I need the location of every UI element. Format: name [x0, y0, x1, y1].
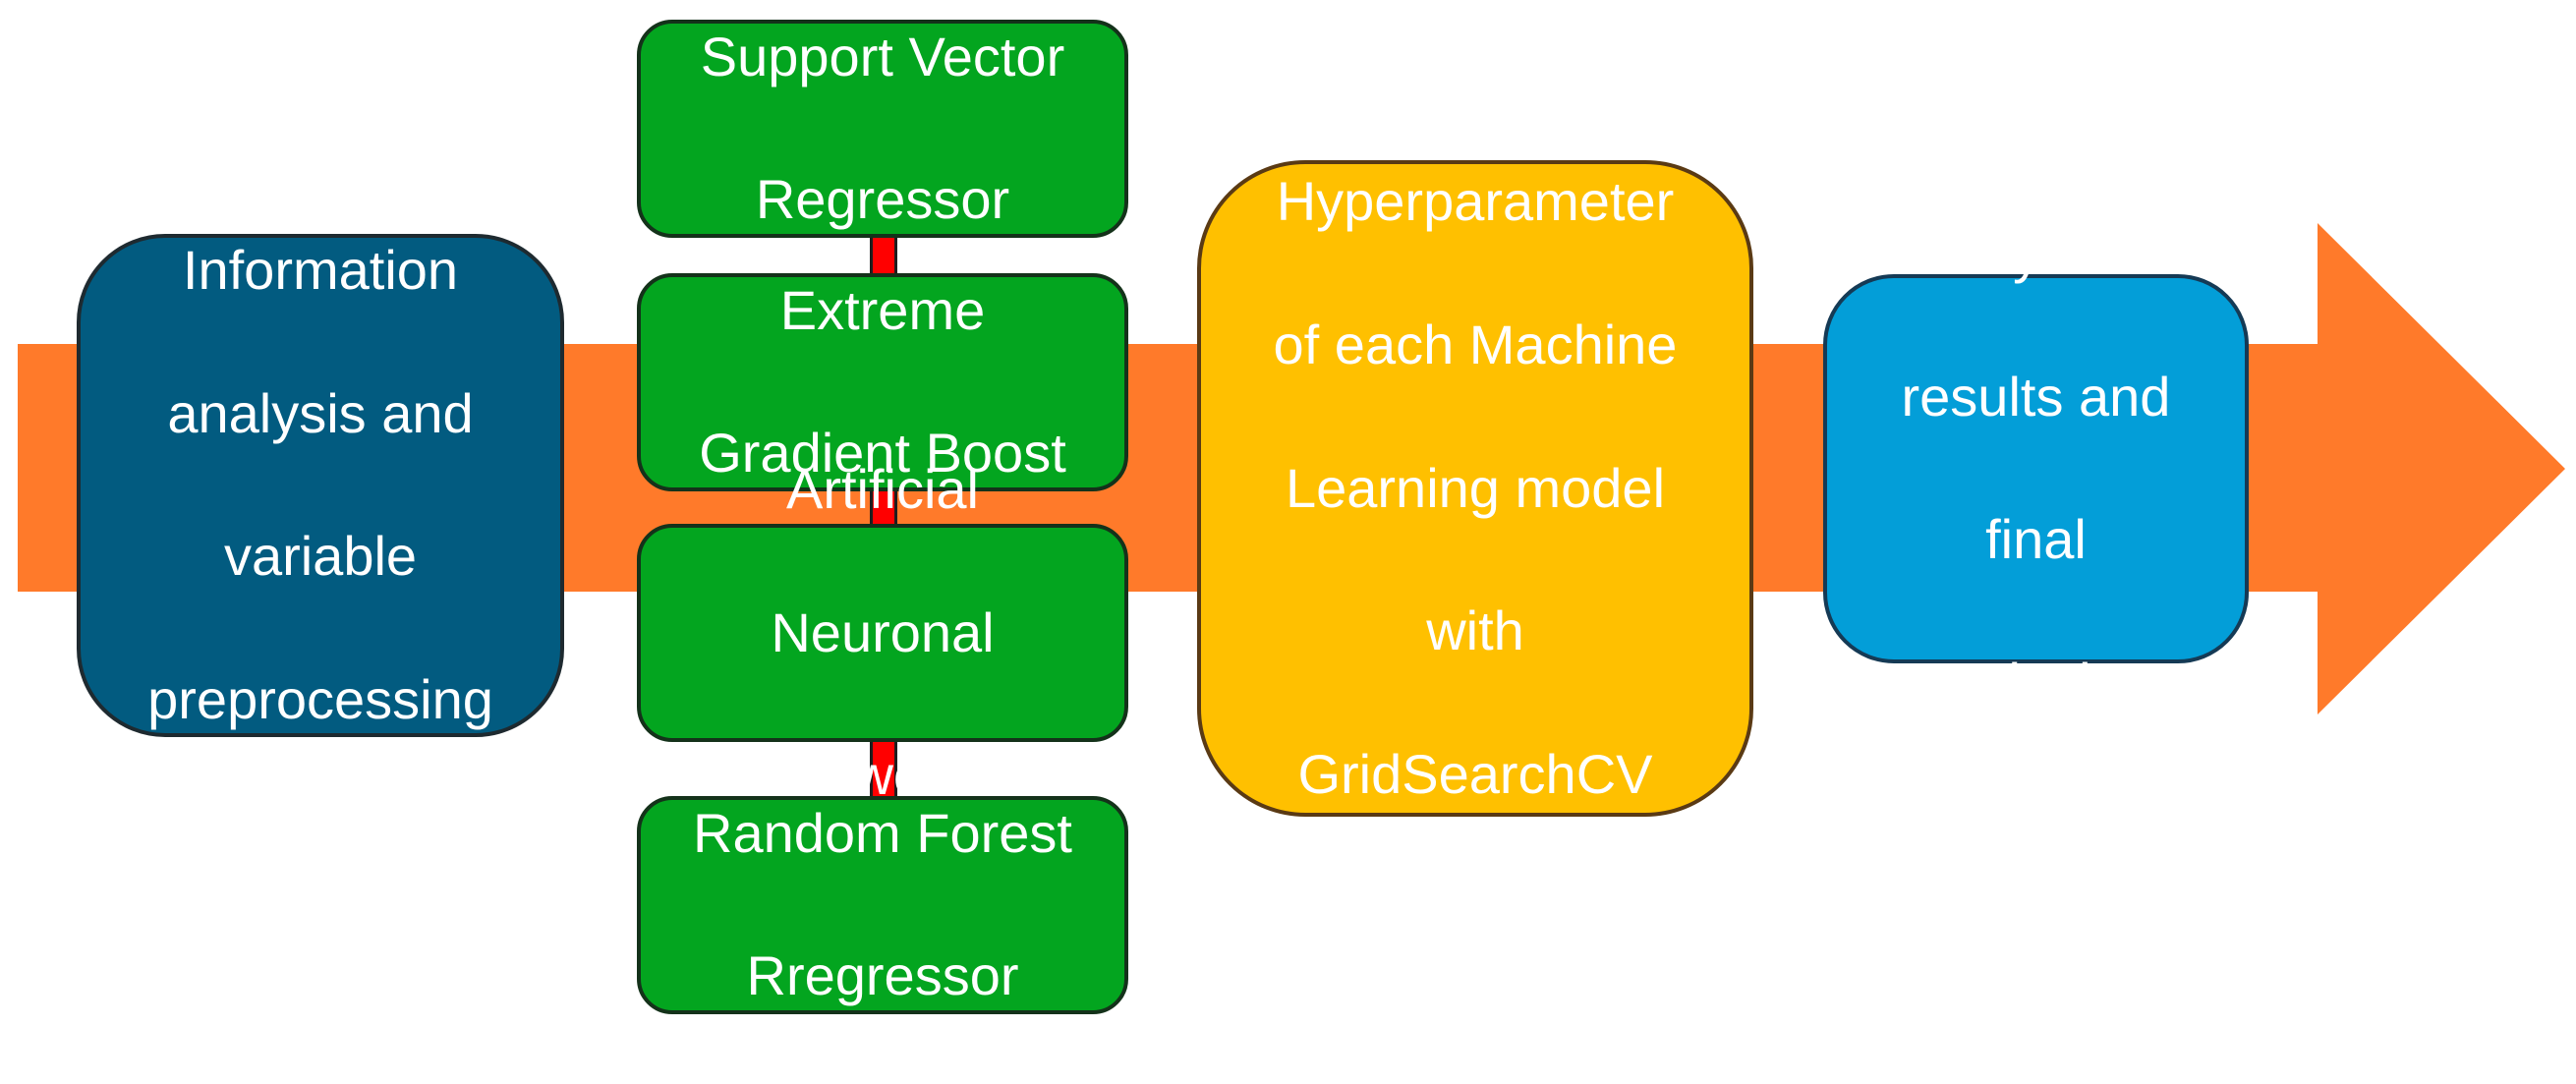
text-line: Rregressor: [746, 944, 1019, 1007]
text-line: conclusions: [1892, 652, 2180, 713]
conclusions-label: Analysis of results and final conclusion…: [1892, 146, 2180, 790]
conclusions-box: Analysis of results and final conclusion…: [1823, 222, 2249, 713]
model-label: Random Forest Rregressor: [693, 726, 1072, 1084]
text-line: GridSearchCV: [1297, 742, 1653, 805]
hyperparameter-box: Hyperparameter of each Machine Learning …: [1197, 160, 1753, 817]
text-line: Random Forest: [693, 801, 1072, 864]
text-line: Gradient Boost: [699, 422, 1066, 485]
text-line: Neuronal: [771, 600, 995, 663]
text-line: Support Vector: [700, 25, 1065, 87]
hyperparameter-label: Hyperparameter of each Machine Learning …: [1274, 95, 1678, 883]
preprocessing-box: Information analysis and variable prepro…: [77, 234, 564, 737]
text-line: Learning model: [1285, 456, 1666, 519]
model-label: Support Vector Regressor: [701, 0, 1064, 308]
model-connector: [870, 238, 897, 273]
text-line: preprocessing: [147, 668, 493, 730]
text-line: of each Machine: [1273, 314, 1678, 376]
text-line: Analysis of: [1903, 222, 2169, 285]
text-line: Artificial: [785, 458, 979, 521]
model-label: Artificial Neuronal Networks: [768, 382, 997, 884]
model-label: Extreme Gradient Boost: [699, 203, 1066, 561]
model-box-random-forest: Random Forest Rregressor: [637, 796, 1128, 1014]
model-box-ann: Artificial Neuronal Networks: [637, 458, 1128, 806]
text-line: Regressor: [755, 168, 1010, 231]
text-line: final: [1985, 508, 2087, 571]
text-line: Networks: [768, 744, 998, 807]
text-line: Hyperparameter: [1276, 170, 1675, 233]
model-connector: [870, 491, 897, 524]
workflow-diagram: Information analysis and variable prepro…: [18, 20, 2565, 1014]
preprocessing-label: Information analysis and variable prepro…: [147, 163, 493, 807]
text-line: Extreme: [779, 278, 986, 341]
text-line: results and: [1901, 365, 2171, 428]
text-line: with: [1426, 599, 1524, 662]
text-line: analysis and: [167, 381, 474, 444]
model-connector: [870, 742, 897, 796]
model-box-xgboost: Extreme Gradient Boost: [637, 273, 1128, 491]
model-box-svr: Support Vector Regressor: [637, 20, 1128, 238]
text-line: variable: [223, 525, 418, 588]
text-line: Information: [182, 239, 459, 302]
